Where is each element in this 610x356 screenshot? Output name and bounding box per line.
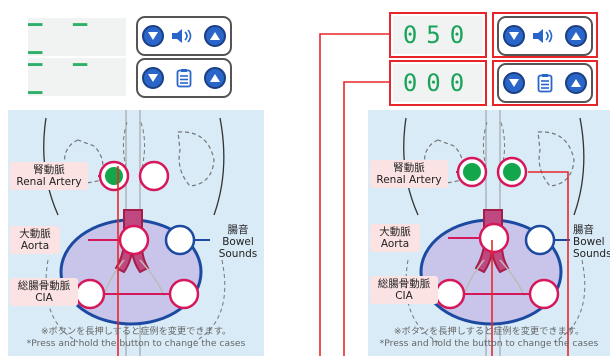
triangle-up-icon	[571, 79, 581, 87]
right-renal-jp: 腎動脈	[393, 162, 425, 174]
left-renal-artery-label: 腎動脈 Renal Artery	[10, 162, 88, 190]
left-case-up-button[interactable]	[204, 67, 226, 89]
left-volume-down-button[interactable]	[142, 25, 164, 47]
left-cia-en: CIA	[35, 292, 53, 304]
right-cia-jp: 総腸骨動脈	[377, 278, 431, 290]
left-renal-en: Renal Artery	[16, 176, 82, 188]
triangle-up-icon	[210, 32, 220, 40]
right-note-en: *Press and hold the button to change the…	[379, 338, 599, 349]
left-note-jp: ※ボタンを長押しすると症例を変更できます。	[40, 326, 232, 337]
right-bowel-jp: 腸音	[573, 224, 594, 236]
right-cia-point-l[interactable]	[434, 278, 466, 310]
right-case-display: 000	[393, 64, 483, 102]
left-cia-label: 総腸骨動脈 CIA	[10, 278, 78, 306]
triangle-down-icon	[509, 79, 519, 87]
left-bowel-point[interactable]	[164, 224, 196, 256]
left-case-display: – – –	[28, 49, 126, 105]
triangle-down-icon	[509, 32, 519, 40]
right-aorta-jp: 大動脈	[379, 226, 411, 238]
right-abdomen-panel: 腎動脈 Renal Artery 大動脈 Aorta 総腸骨動脈 CIA 腸音 …	[368, 110, 610, 356]
right-cia-en: CIA	[395, 290, 413, 302]
right-volume-down-button[interactable]	[503, 25, 525, 47]
right-case-control-highlight	[492, 60, 598, 106]
right-volume-display-highlight	[389, 12, 487, 58]
right-case-down-button[interactable]	[503, 72, 525, 94]
left-renal-jp: 腎動脈	[33, 164, 65, 176]
right-bowel-label: 腸音 Bowel Sounds	[570, 222, 610, 262]
right-renal-artery-label: 腎動脈 Renal Artery	[370, 160, 448, 188]
right-case-up-button[interactable]	[565, 72, 587, 94]
right-bowel-en2: Sounds	[573, 248, 610, 260]
right-volume-control	[497, 16, 593, 56]
right-renal-en: Renal Artery	[376, 174, 442, 186]
left-bowel-en1: Bowel	[222, 236, 254, 248]
right-aorta-point[interactable]	[478, 222, 510, 254]
left-case-control	[136, 58, 232, 98]
left-case-down-button[interactable]	[142, 67, 164, 89]
triangle-down-icon	[148, 74, 158, 82]
right-bowel-en1: Bowel	[573, 236, 605, 248]
triangle-down-icon	[148, 32, 158, 40]
left-volume-control	[136, 16, 232, 56]
right-aorta-en: Aorta	[380, 238, 410, 250]
right-bowel-point[interactable]	[524, 224, 556, 256]
triangle-up-icon	[571, 32, 581, 40]
left-instruction-note: ※ボタンを長押しすると症例を変更できます。 *Press and hold th…	[8, 326, 264, 350]
left-note-en: *Press and hold the button to change the…	[26, 338, 246, 349]
right-note-jp: ※ボタンを長押しすると症例を変更できます。	[393, 326, 585, 337]
left-aorta-point[interactable]	[118, 224, 150, 256]
right-cia-point-r[interactable]	[528, 278, 560, 310]
right-case-control	[497, 63, 593, 103]
right-instruction-note: ※ボタンを長押しすると症例を変更できます。 *Press and hold th…	[368, 326, 610, 350]
clipboard-list-icon	[176, 69, 192, 88]
clipboard-list-icon	[537, 74, 553, 93]
right-aorta-label: 大動脈 Aorta	[370, 224, 420, 252]
left-cia-jp: 総腸骨動脈	[17, 280, 71, 292]
left-renal-point-r[interactable]	[138, 160, 170, 192]
speaker-volume-icon	[533, 29, 553, 43]
left-bowel-label: 腸音 Bowel Sounds	[210, 222, 266, 262]
left-bowel-en2: Sounds	[218, 248, 258, 260]
left-volume-display: – – –	[28, 9, 126, 65]
left-cia-point-r[interactable]	[168, 278, 200, 310]
left-abdomen-panel: 腎動脈 Renal Artery 大動脈 Aorta 総腸骨動脈 CIA 腸音 …	[8, 110, 264, 356]
right-volume-up-button[interactable]	[565, 25, 587, 47]
right-abdomen-diagram	[403, 110, 586, 356]
left-aorta-label: 大動脈 Aorta	[10, 226, 60, 254]
triangle-up-icon	[210, 74, 220, 82]
right-cia-label: 総腸骨動脈 CIA	[370, 276, 438, 304]
right-volume-control-highlight	[492, 12, 598, 58]
left-aorta-en: Aorta	[20, 240, 50, 252]
left-aorta-jp: 大動脈	[19, 228, 51, 240]
speaker-volume-icon	[172, 29, 192, 43]
right-volume-display: 050	[393, 16, 483, 54]
left-volume-up-button[interactable]	[204, 25, 226, 47]
left-bowel-jp: 腸音	[227, 224, 249, 236]
right-case-display-highlight	[389, 60, 487, 106]
left-cia-point-l[interactable]	[74, 278, 106, 310]
